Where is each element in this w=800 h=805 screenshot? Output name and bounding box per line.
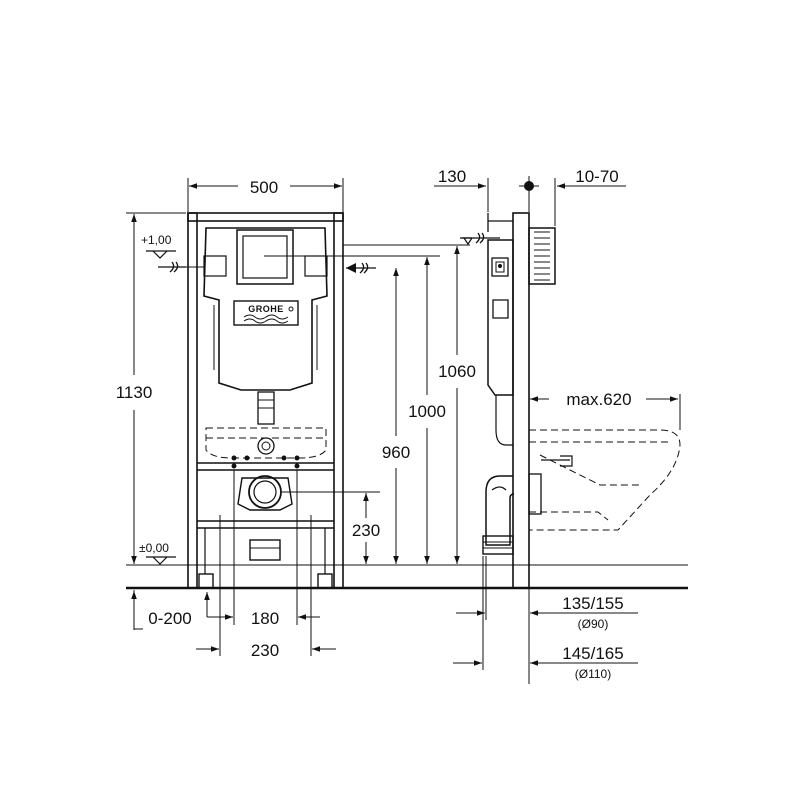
water-inlet-left [158,261,204,273]
dim-offset-small: 135/155 [562,594,623,613]
dim-spacing-outer: 230 [251,641,279,660]
dim-foot-adjust: 0-200 [148,609,191,628]
wall-bracket [528,227,556,285]
dim-drain-height: 230 [352,521,380,540]
level-marker-side [462,237,473,246]
front-view: GROHE [116,178,688,660]
dim-height-1000: 1000 [408,402,446,421]
dim-frame-width: 500 [250,178,278,197]
frame [187,212,344,589]
drain-outlet [249,539,281,561]
dim-height-1060: 1060 [438,362,476,381]
dim-offset-large: 145/165 [562,644,623,663]
dim-wall-adjust: 10-70 [575,167,618,186]
brand-logo-text: GROHE [248,304,284,314]
level-marker-top: +1,00 [141,233,176,259]
level-floor-label: ±0,00 [139,541,169,555]
side-frame [487,212,530,589]
drain-bend-side [482,473,542,555]
dim-max-projection: max.620 [566,390,631,409]
dim-spacing-inner: 180 [251,609,279,628]
wc-bowl-outline-side [529,429,681,531]
dim-pipe-small: (Ø90) [578,617,609,631]
cistern: GROHE [203,227,328,455]
wc-bowl-outline-front [205,427,327,459]
wall-reference-symbol [519,176,539,196]
cistern-side [487,239,514,446]
dim-pipe-large: (Ø110) [575,667,611,681]
level-marker-floor: ±0,00 [139,541,176,565]
side-view: 130 10-70 max.620 135/155 (Ø90) 145/165 … [434,167,681,684]
dim-height-960: 960 [382,443,410,462]
level-top-label: +1,00 [141,233,172,247]
flush-plate-opening [236,229,294,285]
dim-frame-height: 1130 [116,383,153,402]
water-inlet-right [346,262,376,274]
dim-depth-top: 130 [438,167,466,186]
brand-logo-box [233,300,299,326]
drain-connection [231,455,300,561]
